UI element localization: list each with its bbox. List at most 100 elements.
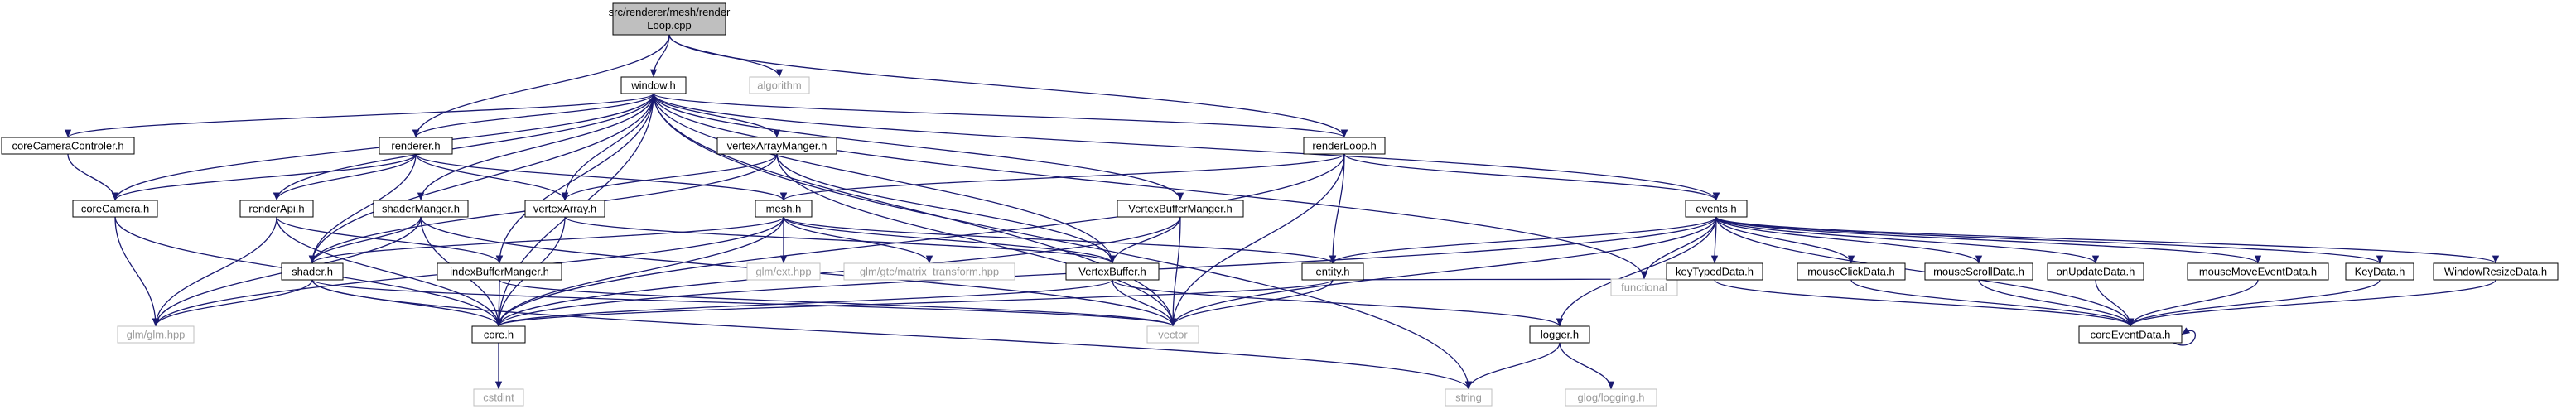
node-key-data[interactable]: KeyData.h <box>2345 262 2414 281</box>
edge-mesh-to-glm-matrix <box>783 216 933 264</box>
node-box-entity <box>1301 262 1364 281</box>
node-label-vertex-buffer: VertexBuffer.h <box>1078 266 1146 278</box>
node-mouse-move-event-data[interactable]: mouseMoveEventData.h <box>2187 262 2329 281</box>
node-label-render-loop: renderLoop.h <box>1312 140 1376 152</box>
edge-logger-to-glog <box>1559 342 1615 390</box>
edge-events-to-entity <box>1329 216 1717 264</box>
node-render-loop[interactable]: renderLoop.h <box>1303 137 1386 155</box>
node-key-typed-data[interactable]: keyTypedData.h <box>1666 262 1763 281</box>
edge-render-api-to-core <box>276 216 503 327</box>
edge-key-data-to-core-event-data <box>2126 279 2381 327</box>
node-glm-matrix[interactable]: glm/gtc/matrix_transform.hpp <box>843 262 1015 281</box>
edge-render-api-to-index-buffer-manger <box>276 216 504 264</box>
edge-window-to-vertex-buffer <box>653 93 1117 264</box>
node-label-vertex-array: vertexArray.h <box>533 203 596 215</box>
node-label-shader-manger: shaderManger.h <box>382 203 460 215</box>
node-label-core-camera: coreCamera.h <box>81 203 149 215</box>
node-vertex-buffer[interactable]: VertexBuffer.h <box>1065 262 1160 281</box>
node-label-core: core.h <box>484 329 514 341</box>
node-entity[interactable]: entity.h <box>1301 262 1364 281</box>
node-label-glog: glog/logging.h <box>1578 392 1645 404</box>
node-box-glm-matrix <box>843 262 1015 281</box>
node-functional[interactable]: functional <box>1610 278 1678 296</box>
edge-renderer-to-shader <box>308 153 417 264</box>
edge-mouse-move-event-data-to-core-event-data <box>2126 279 2259 327</box>
node-box-glm <box>117 325 195 344</box>
node-box-cstdint <box>473 388 524 407</box>
node-label-cstdint: cstdint <box>483 392 514 404</box>
edge-renderer-to-vertex-array <box>415 153 569 201</box>
node-box-shader-manger <box>373 200 469 218</box>
edge-key-typed-data-to-core-event-data <box>1714 279 2134 327</box>
node-algorithm[interactable]: algorithm <box>749 76 810 94</box>
node-string[interactable]: string <box>1445 388 1493 407</box>
node-box-functional <box>1610 278 1678 296</box>
edge-events-to-mouse-scroll-data <box>1715 216 1983 264</box>
node-box-index-buffer-manger <box>437 262 562 281</box>
node-window-resize-data[interactable]: WindowResizeData.h <box>2433 262 2559 281</box>
node-vertex-array[interactable]: vertexArray.h <box>524 200 605 218</box>
edge-vertex-array-to-vertex-buffer <box>564 216 1116 264</box>
node-label-glm-ext: glm/ext.hpp <box>755 266 811 278</box>
node-glog[interactable]: glog/logging.h <box>1565 388 1657 407</box>
node-label-render-api: renderApi.h <box>248 203 304 215</box>
node-shader[interactable]: shader.h <box>281 262 344 281</box>
node-label-glm: glm/glm.hpp <box>127 329 186 341</box>
node-mesh[interactable]: mesh.h <box>755 200 813 218</box>
edge-window-to-shader-manger <box>417 93 654 201</box>
node-box-glm-ext <box>746 262 821 281</box>
node-vertex-buffer-manger[interactable]: VertexBufferManger.h <box>1117 200 1244 218</box>
node-render-api[interactable]: renderApi.h <box>239 200 314 218</box>
root-label-line1: src/renderer/mesh/render <box>609 6 731 18</box>
node-label-mesh: mesh.h <box>766 203 802 215</box>
node-events[interactable]: events.h <box>1685 200 1748 218</box>
edge-window-to-render-loop <box>653 93 1348 138</box>
edge-logger-to-string <box>1464 342 1561 390</box>
node-box-logger <box>1529 325 1590 344</box>
edge-mesh-to-vertex-buffer <box>783 216 1117 264</box>
node-logger[interactable]: logger.h <box>1529 325 1590 344</box>
node-core-event-data[interactable]: coreEventData.h <box>2078 325 2183 344</box>
node-box-vertex-buffer-manger <box>1117 200 1244 218</box>
edge-mesh-to-core <box>494 216 784 327</box>
node-label-algorithm: algorithm <box>757 79 801 92</box>
node-mouse-click-data[interactable]: mouseClickData.h <box>1797 262 1906 281</box>
node-index-buffer-manger[interactable]: indexBufferManger.h <box>437 262 562 281</box>
edge-window-to-vertex-array-manger <box>653 93 781 138</box>
node-box-algorithm <box>749 76 810 94</box>
node-window[interactable]: window.h <box>620 76 687 94</box>
edge-events-to-core-event-data <box>1715 216 2135 327</box>
edge-renderer-to-render-api <box>273 153 417 201</box>
node-box-render-api <box>239 200 314 218</box>
node-label-mouse-click-data: mouseClickData.h <box>1807 266 1895 278</box>
node-cstdint[interactable]: cstdint <box>473 388 524 407</box>
edge-render-loop-to-mesh <box>780 153 1345 201</box>
node-shader-manger[interactable]: shaderManger.h <box>373 200 469 218</box>
node-box-render-loop <box>1303 137 1386 155</box>
node-label-mouse-move-event-data: mouseMoveEventData.h <box>2199 266 2317 278</box>
edge-mesh-to-entity <box>783 216 1336 264</box>
edge-entity-to-core <box>495 279 1334 327</box>
node-box-mesh <box>755 200 813 218</box>
node-label-key-data: KeyData.h <box>2355 266 2405 278</box>
node-vertex-array-manger[interactable]: vertexArrayManger.h <box>716 137 837 155</box>
node-root-renderloop-cpp[interactable]: src/renderer/mesh/render Loop.cpp <box>609 2 731 36</box>
node-label-entity: entity.h <box>1316 266 1350 278</box>
edge-window-to-vector <box>653 93 1177 327</box>
node-label-core-camera-controler: coreCameraControler.h <box>12 140 123 152</box>
node-glm[interactable]: glm/glm.hpp <box>117 325 195 344</box>
node-core[interactable]: core.h <box>471 325 526 344</box>
node-box-mouse-click-data <box>1797 262 1906 281</box>
edge-window-to-shader <box>308 93 654 264</box>
node-on-update-data[interactable]: onUpdateData.h <box>2047 262 2144 281</box>
node-core-camera-controler[interactable]: coreCameraControler.h <box>1 137 135 155</box>
node-box-key-data <box>2345 262 2414 281</box>
node-renderer[interactable]: renderer.h <box>379 137 453 155</box>
node-vector[interactable]: vector <box>1146 325 1199 344</box>
edge-shader-to-string <box>311 279 1472 390</box>
node-core-camera[interactable]: coreCamera.h <box>72 200 158 218</box>
node-mouse-scroll-data[interactable]: mouseScrollData.h <box>1924 262 2033 281</box>
node-label-mouse-scroll-data: mouseScrollData.h <box>1933 266 2024 278</box>
node-glm-ext[interactable]: glm/ext.hpp <box>746 262 821 281</box>
edge-root-to-window <box>649 34 670 78</box>
